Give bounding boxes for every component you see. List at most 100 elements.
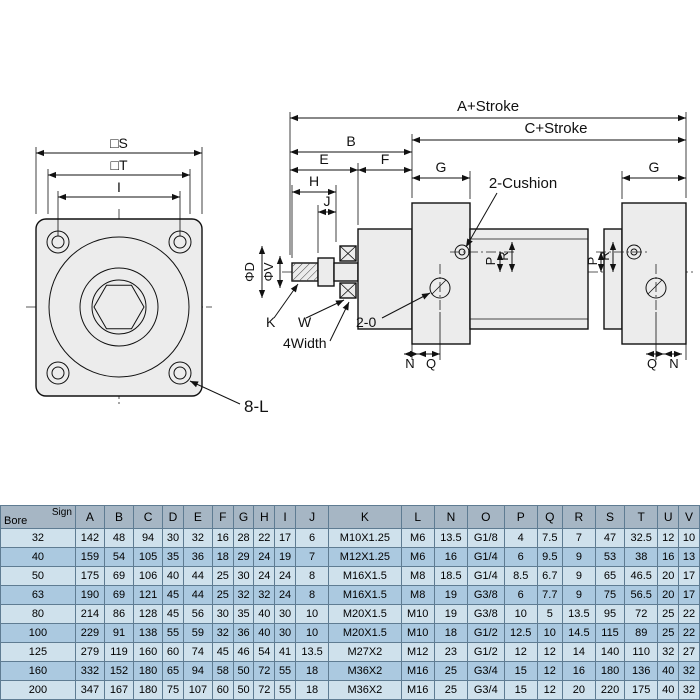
table-cell: G1/8 <box>467 528 505 548</box>
table-cell: 74 <box>182 642 213 662</box>
column-header: L <box>400 505 435 529</box>
flange-body <box>35 218 203 397</box>
table-cell: 60 <box>162 642 184 662</box>
rod-nut-hexagon <box>93 284 145 330</box>
column-header: T <box>624 505 659 529</box>
table-cell: 142 <box>74 528 105 548</box>
table-cell: 94 <box>182 661 213 681</box>
table-cell: 220 <box>594 680 626 700</box>
table-cell: 107 <box>182 680 213 700</box>
table-cell: 25 <box>433 661 469 681</box>
table-cell: M36X2 <box>328 661 402 681</box>
width-leader <box>329 301 350 342</box>
table-cell: M8 <box>400 566 435 586</box>
table-cell: 12.5 <box>503 623 538 643</box>
dim-s-label: □S <box>110 135 128 151</box>
table-cell: 89 <box>624 623 659 643</box>
table-cell: 35 <box>232 604 255 624</box>
table-cell: 35 <box>162 547 184 567</box>
table-cell: 24 <box>253 566 276 586</box>
wrench-flats <box>339 245 357 299</box>
table-cell: 15 <box>503 661 538 681</box>
table-cell: 190 <box>74 585 105 605</box>
w-leader <box>305 299 345 319</box>
dim-g-left-label: G <box>436 159 447 175</box>
cushion-leader <box>465 192 498 248</box>
table-cell: 20 <box>657 566 680 586</box>
front-head <box>411 202 471 345</box>
table-cell: 32 <box>232 585 255 605</box>
bore-cell: 63 <box>0 585 76 605</box>
table-cell: M12 <box>400 642 435 662</box>
table-cell: 65 <box>162 661 184 681</box>
table-cell: 40 <box>162 566 184 586</box>
table-cell: 55 <box>274 661 296 681</box>
table-cell: M36X2 <box>328 680 402 700</box>
table-cell: 13 <box>678 547 700 567</box>
table-cell: 14 <box>561 642 597 662</box>
dim-n-left-label: N <box>405 356 414 371</box>
table-cell: 59 <box>182 623 213 643</box>
table-cell: 8.5 <box>503 566 538 586</box>
table-cell: 6 <box>503 585 538 605</box>
dim-phi-v-label: ΦV <box>261 262 276 281</box>
table-cell: 44 <box>182 585 213 605</box>
table-cell: M20X1.5 <box>328 623 402 643</box>
table-cell: 60 <box>211 680 234 700</box>
column-header: D <box>162 505 184 529</box>
table-cell: 48 <box>103 528 135 548</box>
table-cell: 27 <box>678 642 700 662</box>
table-cell: 5 <box>536 604 563 624</box>
table-cell: 175 <box>74 566 105 586</box>
table-cell: 72 <box>253 661 276 681</box>
table-cell: 20 <box>561 680 597 700</box>
dim-a-stroke-label: A+Stroke <box>457 98 519 115</box>
table-cell: 50 <box>232 680 255 700</box>
table-cell: 55 <box>162 623 184 643</box>
bore-cell: 160 <box>0 661 76 681</box>
table-cell: 30 <box>274 604 296 624</box>
table-cell: 72 <box>253 680 276 700</box>
table-cell: 7 <box>294 547 330 567</box>
table-cell: 32 <box>678 680 700 700</box>
table-cell: 9 <box>561 566 597 586</box>
column-header: C <box>133 505 164 529</box>
bore-circle-inner <box>91 279 147 335</box>
table-cell: 30 <box>162 528 184 548</box>
table-cell: 22 <box>678 604 700 624</box>
dim-j-label: J <box>324 193 331 209</box>
column-header: N <box>433 505 469 529</box>
table-cell: 24 <box>274 566 296 586</box>
table-cell: 30 <box>211 604 234 624</box>
table-cell: 136 <box>624 661 659 681</box>
width-label: 4Width <box>283 335 327 351</box>
table-cell: M16 <box>400 680 435 700</box>
table-cell: 6 <box>294 528 330 548</box>
table-cell: 105 <box>133 547 164 567</box>
k-leader <box>273 283 299 319</box>
table-cell: 29 <box>232 547 255 567</box>
table-cell: 32 <box>182 528 213 548</box>
table-cell: 9 <box>561 547 597 567</box>
table-cell: 160 <box>133 642 164 662</box>
table-cell: 24 <box>274 585 296 605</box>
dim-q-left-label: Q <box>426 356 436 371</box>
table-cell: M8 <box>400 585 435 605</box>
dim-r-left-label: R <box>496 251 511 260</box>
bore-cell: 100 <box>0 623 76 643</box>
table-cell: M27X2 <box>328 642 402 662</box>
table-cell: 180 <box>133 661 164 681</box>
dim-h-label: H <box>309 173 319 189</box>
table-cell: 32 <box>678 661 700 681</box>
table-cell: G3/8 <box>467 604 505 624</box>
table-cell: M12X1.25 <box>328 547 402 567</box>
corner-sign-label: Sign <box>51 507 72 518</box>
table-cell: G1/4 <box>467 547 505 567</box>
table-cell: 23 <box>433 642 469 662</box>
